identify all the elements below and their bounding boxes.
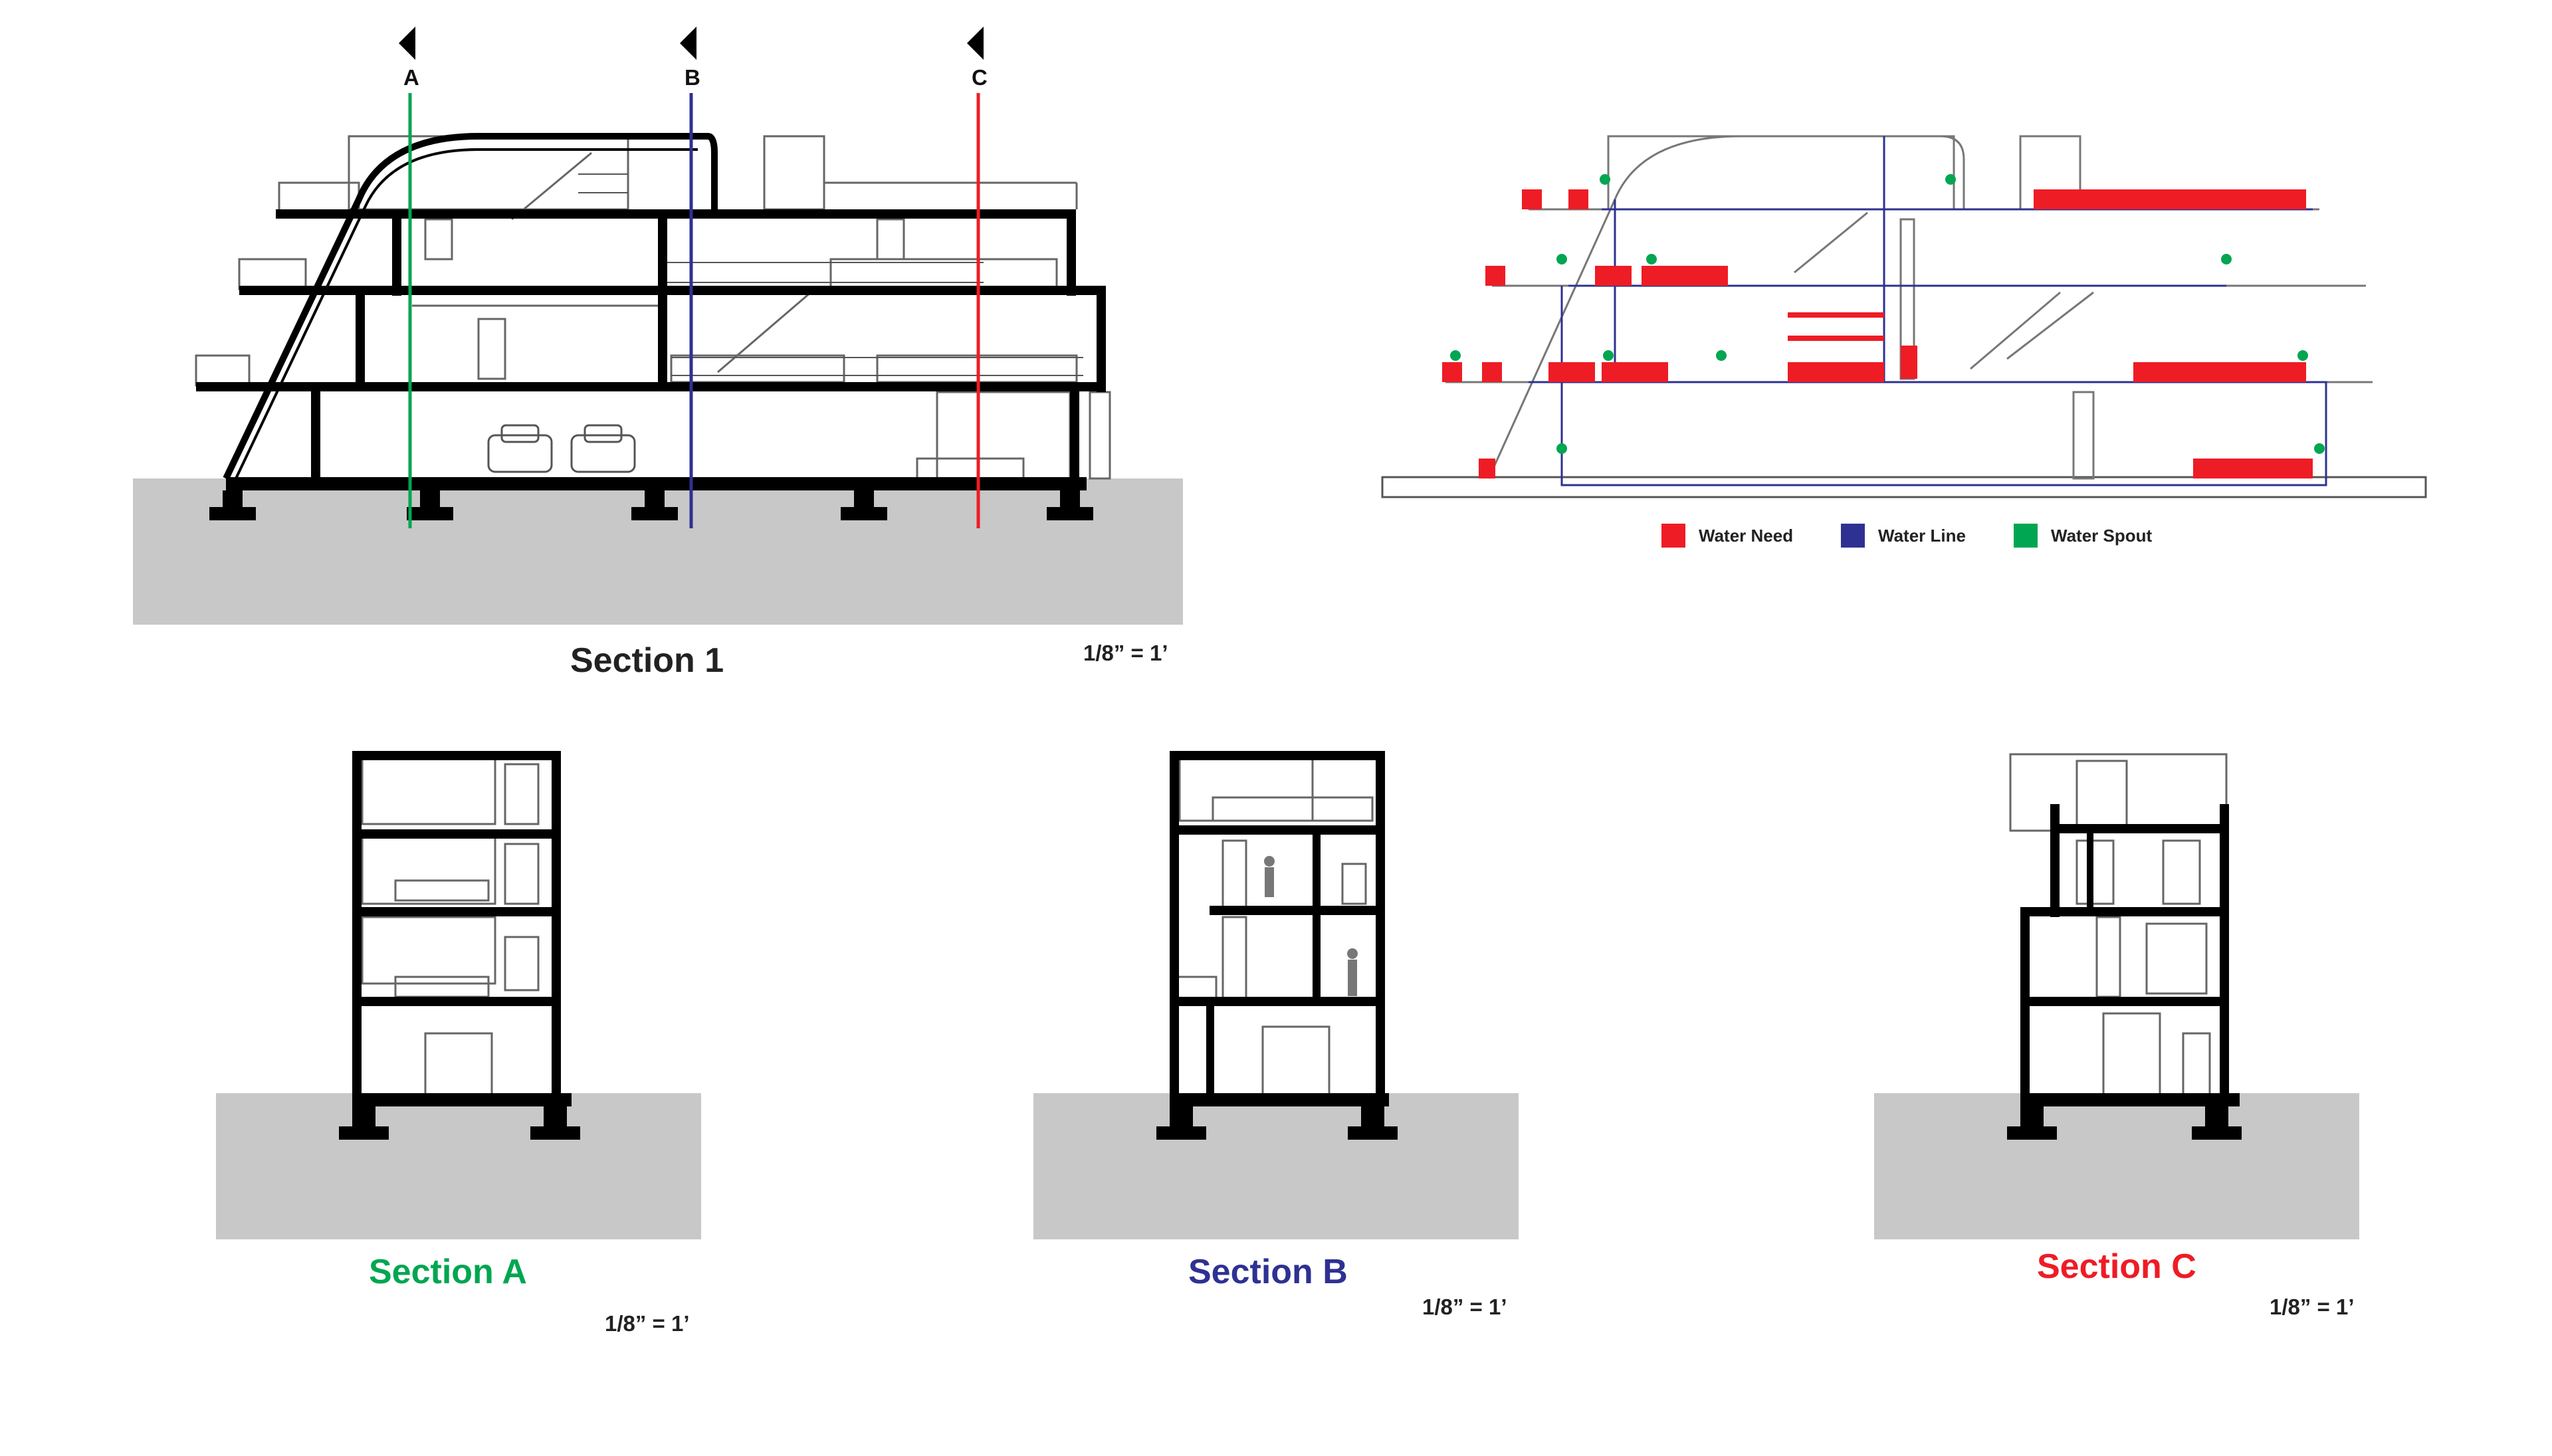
legend-label-water-line: Water Line <box>1878 525 1966 546</box>
water-spout-swatch <box>2014 524 2038 548</box>
water-diagram <box>1381 135 2427 498</box>
section-c-title: Section C <box>2037 1247 2196 1286</box>
section-c-scale: 1/8” = 1’ <box>2270 1295 2355 1319</box>
legend-label-water-need: Water Need <box>1699 525 1794 546</box>
water-need-swatch <box>1661 524 1685 548</box>
cut-label-c: C <box>972 65 988 90</box>
section-1-title: Section 1 <box>570 641 724 680</box>
section-c-drawing <box>1874 753 2359 1239</box>
legend-water-line: Water Line <box>1841 524 1966 548</box>
legend-water-spout: Water Spout <box>2014 524 2152 548</box>
cut-label-b: B <box>685 65 700 90</box>
section-b-title: Section B <box>1188 1253 1348 1291</box>
section-a-scale: 1/8” = 1’ <box>605 1311 690 1336</box>
section-b-scale: 1/8” = 1’ <box>1422 1295 1507 1319</box>
section-a-drawing <box>216 751 701 1239</box>
legend-label-water-spout: Water Spout <box>2051 525 2153 546</box>
cut-label-a: A <box>403 65 419 90</box>
legend-water-need: Water Need <box>1661 524 1793 548</box>
section-1-drawing <box>133 27 1183 625</box>
section-1-scale: 1/8” = 1’ <box>1083 641 1168 665</box>
water-line-swatch <box>1841 524 1865 548</box>
section-a-title: Section A <box>369 1253 527 1291</box>
section-b-drawing <box>1033 751 1519 1239</box>
